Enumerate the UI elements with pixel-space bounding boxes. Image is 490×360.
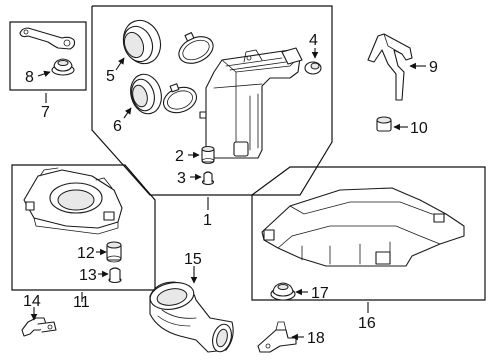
group-frame-1 xyxy=(91,5,333,196)
bolt-part-3 xyxy=(201,171,215,186)
seal-ring-part-6 xyxy=(130,73,162,115)
callout-14: 14 xyxy=(23,293,41,310)
callout-17: 17 xyxy=(311,285,329,302)
bracket-part-9 xyxy=(367,33,413,101)
hose-clamp-part-lower xyxy=(162,83,198,114)
grommet-part-8 xyxy=(51,58,75,76)
callout-6: 6 xyxy=(113,118,122,135)
callout-10: 10 xyxy=(410,120,428,137)
callout-11: 11 xyxy=(73,294,90,311)
grommet-part-12 xyxy=(106,241,122,263)
callout-15: 15 xyxy=(184,251,202,268)
bracket-part-14 xyxy=(21,317,57,337)
group-frame-7 xyxy=(9,21,87,91)
air-cleaner-housing-part xyxy=(199,47,303,159)
callout-8: 8 xyxy=(25,69,34,86)
callout-1: 1 xyxy=(203,212,212,229)
callout-12: 12 xyxy=(77,245,95,262)
hose-clamp-part-upper xyxy=(178,32,214,64)
grommet-part-17 xyxy=(270,282,296,301)
cap-part-4 xyxy=(304,61,322,75)
callout-16: 16 xyxy=(358,315,376,332)
callout-13: 13 xyxy=(79,267,97,284)
air-cleaner-cover-part xyxy=(261,187,465,267)
callout-7: 7 xyxy=(41,104,50,121)
bracket-part-18 xyxy=(257,321,297,353)
callout-5: 5 xyxy=(106,68,115,85)
callout-4: 4 xyxy=(309,32,318,49)
callout-3: 3 xyxy=(177,170,186,187)
callout-2: 2 xyxy=(175,148,184,165)
grommet-part-2 xyxy=(201,146,215,164)
intake-duct-part-15 xyxy=(149,281,234,353)
seal-ring-part-5 xyxy=(122,19,162,65)
resonator-tray-part xyxy=(23,167,123,235)
callout-18: 18 xyxy=(307,330,325,347)
callout-9: 9 xyxy=(429,59,438,76)
leader-lines xyxy=(30,48,426,341)
bracket-part xyxy=(19,27,76,50)
bolt-part-13 xyxy=(108,267,122,284)
group-frame-11 xyxy=(11,164,156,291)
group-frame-16 xyxy=(251,166,486,301)
grommet-part-10 xyxy=(376,116,392,132)
